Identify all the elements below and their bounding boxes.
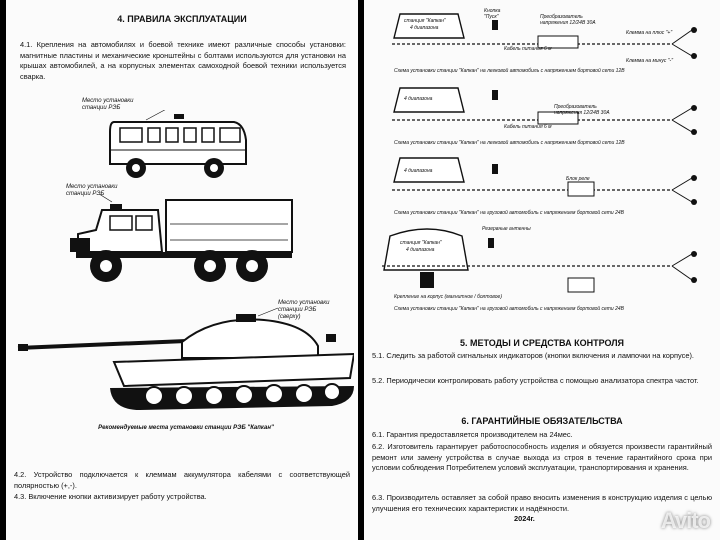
station-ranges-1: 4 диапазона: [410, 25, 439, 31]
scheme-3-caption: Схема установки станции "Капкан" на груз…: [394, 210, 624, 216]
section-6-title: 6. ГАРАНТИЙНЫЕ ОБЯЗАТЕЛЬСТВА: [461, 416, 623, 426]
scheme-2-caption: Схема установки станции "Капкан" на легк…: [394, 140, 625, 146]
van-mount-caption: Место установки станции РЭБ: [82, 98, 134, 111]
power-cable-2: Кабель питания 6 м: [504, 124, 552, 130]
paragraph-4-3: 4.3. Включение кнопки активизирует работ…: [14, 492, 207, 501]
truck-mount-caption: Место установки станции РЭБ: [66, 184, 118, 197]
converter-label-1: Преобразователь напряжения 12/24В 30А: [540, 14, 596, 26]
terminal-minus-1: Клемма на минус "-": [626, 58, 674, 64]
left-page: 4. ПРАВИЛА ЭКСПЛУАТАЦИИ 4.1. Крепления н…: [6, 0, 358, 540]
year: 2024г.: [514, 514, 535, 523]
ural-truck-illustration: [70, 194, 293, 282]
station-ranges-2: 4 диапазона: [404, 96, 433, 102]
button-label-1: Кнопка "Пуск": [484, 8, 501, 20]
tank-bottom-caption: Рекомендуемые места установки станции РЭ…: [98, 425, 274, 431]
backup-antennas-label: Резервные антенны: [482, 226, 531, 232]
tank-mount-caption: Место установки станции РЭБ (сверху): [278, 300, 330, 320]
wiring-diagram-4: [382, 228, 697, 293]
station-label-1: станция "Капкан": [404, 18, 446, 24]
block-label-3: Блок реле: [566, 176, 590, 182]
right-page: станция "Капкан" 4 диапазона Кнопка "Пус…: [364, 0, 720, 540]
power-cable-1: Кабель питания 6 м: [504, 46, 552, 52]
wiring-diagram-1: [392, 13, 697, 59]
tank-illustration: [17, 307, 354, 410]
station-4-title: станция "Капкан": [400, 240, 442, 246]
avito-watermark: Avito: [660, 508, 711, 533]
paragraph-6-2: 6.2. Изготовитель гарантирует работоспос…: [372, 442, 712, 472]
terminal-plus-1: Клемма на плюс "+": [626, 30, 673, 36]
paragraph-5-1: 5.1. Следить за работой сигнальных индик…: [372, 351, 694, 360]
paragraph-4-2: 4.2. Устройство подключается к клеммам а…: [14, 470, 350, 490]
body-mount-label: Крепление на корпус (магнитное / болтово…: [394, 294, 502, 300]
converter-label-2: Преобразователь напряжения 12/24В 30А: [554, 104, 610, 116]
paragraph-6-1: 6.1. Гарантия предоставляется производит…: [372, 430, 573, 439]
section-5-title: 5. МЕТОДЫ И СРЕДСТВА КОНТРОЛЯ: [459, 338, 625, 348]
station-ranges-3: 4 диапазона: [404, 168, 433, 174]
wiring-diagram-2: [392, 87, 697, 135]
station-4-sub: 4 диапазона: [406, 247, 435, 253]
paragraph-5-2: 5.2. Периодически контролировать работу …: [372, 376, 699, 385]
paragraph-4-1: 4.1. Крепления на автомобилях и боевой т…: [20, 40, 346, 81]
scheme-1-caption: Схема установки станции "Капкан" на легк…: [394, 68, 625, 74]
wiring-diagram-3: [392, 157, 697, 205]
uaz-van-illustration: [109, 110, 247, 178]
paragraph-6-3: 6.3. Производитель оставляет за собой пр…: [372, 493, 712, 513]
scheme-4-caption: Схема установки станции "Капкан" на груз…: [394, 306, 624, 312]
section-4-title: 4. ПРАВИЛА ЭКСПЛУАТАЦИИ: [117, 14, 247, 24]
